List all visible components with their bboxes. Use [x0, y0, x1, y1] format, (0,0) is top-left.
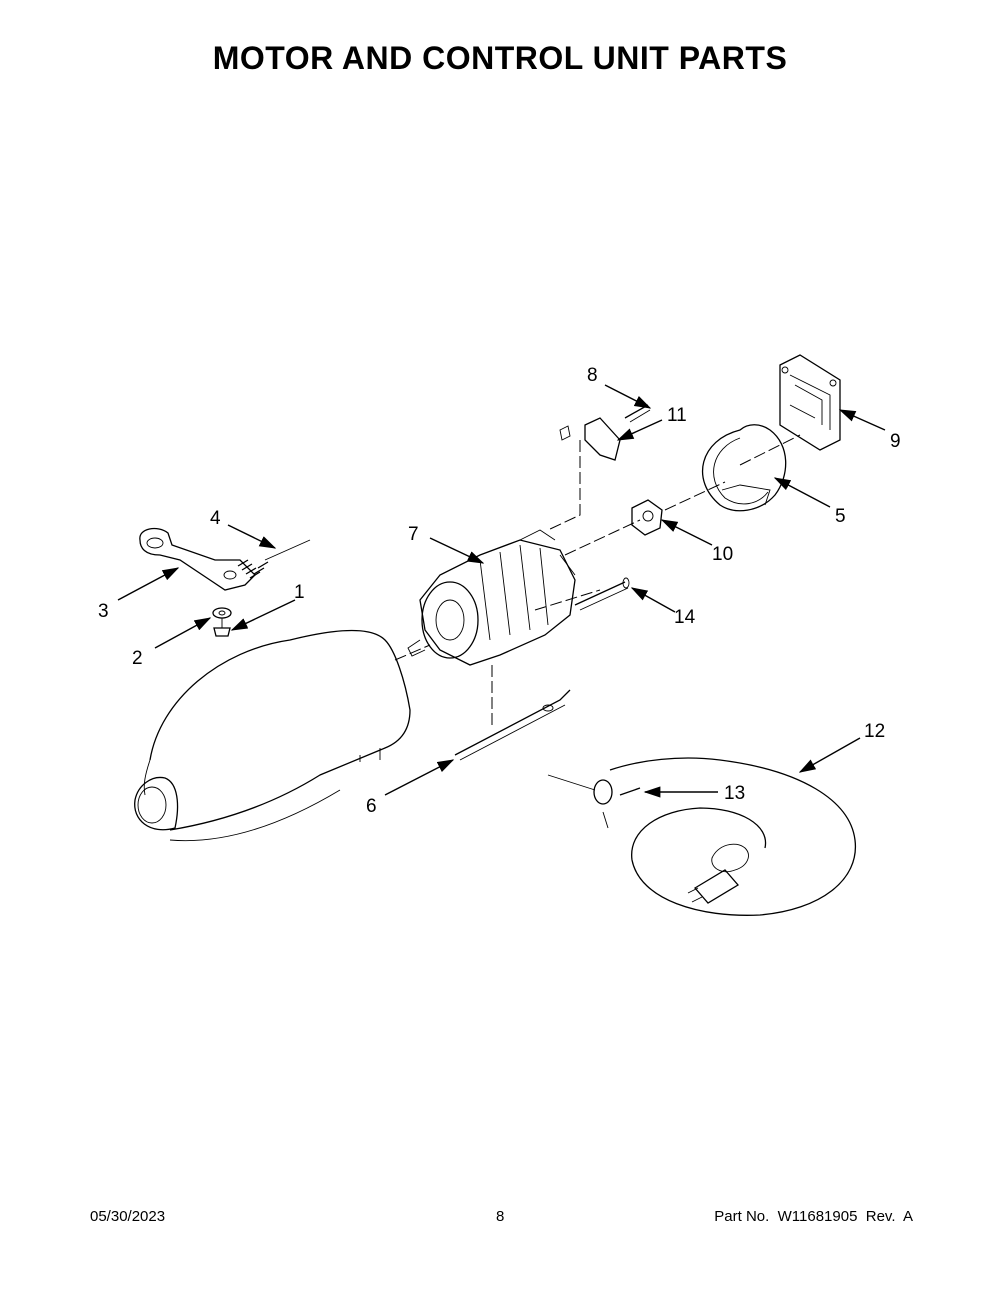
callout-5: 5: [835, 506, 846, 527]
callout-1: 1: [294, 582, 305, 603]
part-1-washer: [212, 607, 232, 619]
part-9-control-board: [779, 354, 841, 451]
callout-2: 2: [132, 648, 143, 669]
part-6-rod: [454, 689, 571, 761]
assembly-axis-lines: [394, 434, 801, 725]
part-10-sensor: [631, 499, 663, 536]
callout-13: 13: [724, 783, 745, 804]
callout-leaders: [117, 384, 886, 798]
footer-date: 05/30/2023: [90, 1208, 166, 1225]
part-5-ring: [701, 424, 787, 512]
part-7-motor: [407, 529, 576, 666]
callout-10: 10: [712, 544, 733, 565]
footer-page-number: 8: [496, 1208, 505, 1225]
part-2-screw: [213, 618, 231, 637]
callout-7: 7: [408, 524, 419, 545]
part-12-power-cord: [609, 757, 857, 916]
part-8-pin: [624, 404, 651, 423]
footer-part-number: Part No. W11681905 Rev. A: [714, 1208, 913, 1225]
callout-11: 11: [667, 405, 687, 426]
callout-4: 4: [210, 508, 221, 529]
callout-14: 14: [674, 607, 696, 628]
motor-housing-shell: [134, 629, 411, 842]
callout-8: 8: [587, 365, 598, 386]
callout-6: 6: [366, 796, 377, 817]
page-title: MOTOR AND CONTROL UNIT PARTS: [212, 40, 788, 76]
callout-12: 12: [864, 721, 885, 742]
callout-labels: 1 2 3 4 5 6 7 8 9 10 11 12 13 14: [98, 365, 901, 817]
part-14-screw: [574, 577, 630, 611]
part-3-lever-arm: [139, 527, 256, 591]
part-11-bracket: [559, 417, 621, 461]
callout-3: 3: [98, 601, 109, 622]
part-13-strain-relief: [547, 774, 641, 829]
part-4-spring: [237, 539, 311, 579]
callout-9: 9: [890, 431, 901, 452]
